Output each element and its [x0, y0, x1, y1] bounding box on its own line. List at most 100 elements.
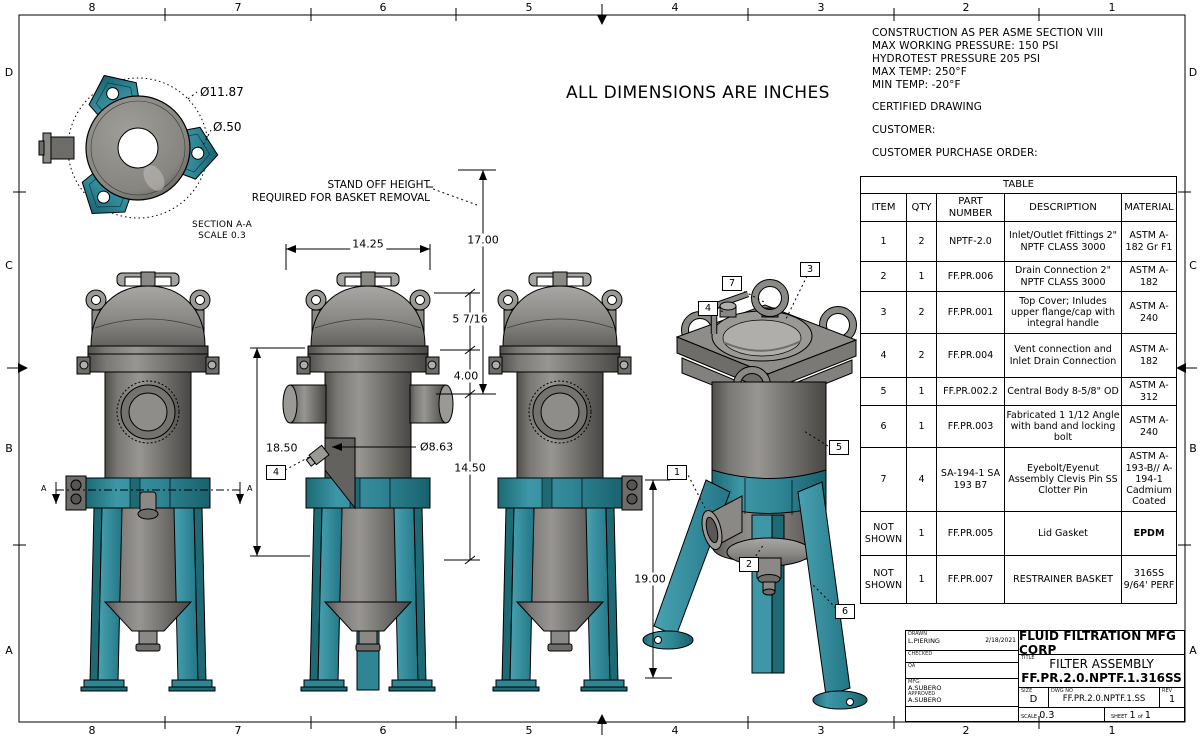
- mfg-label: MFG:: [908, 679, 921, 685]
- dim-dia-8-63: Ø8.63: [418, 440, 456, 454]
- dwg-no-label: DWG NO: [1051, 688, 1073, 695]
- cell-item: 2: [860, 261, 907, 292]
- col-material: MATERIAL: [1120, 193, 1178, 222]
- title-label: TITLE: [1021, 655, 1035, 661]
- front-view-2: [282, 271, 454, 692]
- standoff-note-line1: STAND OFF HEIGHT: [327, 179, 430, 191]
- cell-part: FF.PR.007: [936, 555, 1005, 604]
- qa-label: QA: [908, 663, 916, 669]
- zone-bottom-1: 1: [1108, 724, 1116, 737]
- title-block: DRAWN L.PIERING 2/18/2021 CHECKED QA MFG…: [905, 629, 1185, 722]
- cell-qty: 4: [906, 447, 937, 512]
- zone-top-1: 1: [1108, 1, 1116, 14]
- zone-left-a: A: [5, 644, 13, 657]
- cell-item: 1: [860, 221, 907, 262]
- size-cell: SIZE D: [1019, 688, 1049, 707]
- table-title: TABLE: [859, 176, 1178, 194]
- cell-part: NPTF-2.0: [936, 221, 1005, 262]
- cell-material: ASTM A-193-B// A-194-1 Cadmium Coated: [1120, 447, 1178, 512]
- cell-desc: Inlet/Outlet fFittings 2" NPTF CLASS 300…: [1004, 221, 1122, 262]
- cell-desc: Vent connection and Inlet Drain Connecti…: [1004, 333, 1122, 378]
- rev-value: 1: [1168, 694, 1176, 706]
- sheet-number: 1: [1129, 710, 1136, 721]
- parts-table: TABLE ITEM QTY PART NUMBER DESCRIPTION M…: [859, 176, 1178, 604]
- front-view-1: [65, 271, 220, 692]
- zone-top-4: 4: [671, 1, 679, 14]
- zone-top-2: 2: [962, 1, 970, 14]
- drawn-row: DRAWN L.PIERING 2/18/2021: [906, 631, 1018, 651]
- zone-top-6: 6: [379, 1, 387, 14]
- cell-material: ASTM A-182: [1120, 261, 1178, 292]
- section-scale-label: SCALE 0.3: [198, 231, 246, 241]
- note-max-temp: MAX TEMP: 250°F: [872, 66, 967, 78]
- drawn-date: 2/18/2021: [985, 637, 1016, 644]
- note-min-temp: MIN TEMP: -20°F: [872, 79, 961, 91]
- cell-part: FF.PR.004: [936, 333, 1005, 378]
- dim-18-50: 18.50: [264, 441, 300, 455]
- section-name-label: SECTION A-A: [192, 220, 252, 230]
- dim-width-14-25: 14.25: [350, 237, 386, 251]
- sheet-total: 1: [1144, 710, 1151, 721]
- zone-right-c: C: [1189, 259, 1197, 272]
- cell-part: FF.PR.003: [936, 405, 1005, 448]
- zone-bottom-8: 8: [88, 724, 96, 737]
- zone-bottom-3: 3: [817, 724, 825, 737]
- note-construction: CONSTRUCTION AS PER ASME SECTION VIII: [872, 27, 1104, 39]
- dwg-no-value: FF.PR.2.0.NPTF.1.SS: [1062, 694, 1146, 705]
- zone-bottom-6: 6: [379, 724, 387, 737]
- cell-part: FF.PR.006: [936, 261, 1005, 292]
- title-block-signatures: DRAWN L.PIERING 2/18/2021 CHECKED QA MFG…: [906, 631, 1019, 721]
- size-dwg-rev-row: SIZE D DWG NO FF.PR.2.0.NPTF.1.SS REV 1: [1019, 688, 1184, 708]
- col-description: DESCRIPTION: [1004, 193, 1122, 222]
- approved-by: A.SUBERO: [908, 695, 942, 704]
- zone-right-b: B: [1189, 442, 1197, 455]
- zone-right-d: D: [1188, 66, 1198, 79]
- units-note: ALL DIMENSIONS ARE INCHES: [566, 83, 830, 103]
- cell-desc: Lid Gasket: [1004, 511, 1122, 556]
- cell-desc: Fabricated 1 1/12 Angle with band and lo…: [1004, 405, 1122, 448]
- drawing-title-line1: FILTER ASSEMBLY: [1049, 657, 1154, 672]
- callout-3: 3: [800, 262, 820, 277]
- cell-part: SA-194-1 SA 193 B7: [936, 447, 1005, 512]
- cell-material: EPDM: [1120, 511, 1178, 556]
- mfg-by: A.SUBERO: [908, 684, 942, 692]
- sheet-of-label: of: [1137, 714, 1143, 720]
- qa-row: QA: [906, 663, 1018, 679]
- cell-desc: RESTRAINER BASKET: [1004, 555, 1122, 604]
- dim-14-50: 14.50: [452, 461, 488, 475]
- cell-desc: Central Body 8-5/8" OD: [1004, 377, 1122, 406]
- cell-material: ASTM A-240: [1120, 291, 1178, 334]
- mfg-row: MFG: A.SUBERO APPROVED A.SUBERO: [906, 679, 1018, 707]
- note-hydrotest: HYDROTEST PRESSURE 205 PSI: [872, 53, 1041, 65]
- sheet-label: SHEET: [1111, 714, 1128, 720]
- drawn-by: L.PIERING: [908, 637, 940, 645]
- callout-1: 1: [667, 465, 687, 480]
- section-aa-view: [38, 64, 221, 229]
- note-certified: CERTIFIED DRAWING: [872, 101, 982, 113]
- scale-cell: SCALE 0.3: [1019, 708, 1105, 721]
- col-qty: QTY: [906, 193, 937, 222]
- standoff-note-line2: REQUIRED FOR BASKET REMOVAL: [251, 192, 430, 204]
- cell-qty: 1: [906, 377, 937, 406]
- title-block-main: FLUID FILTRATION MFG CORP TITLE FILTER A…: [1019, 629, 1184, 721]
- scale-label: SCALE: [1021, 714, 1038, 720]
- cell-item: 4: [860, 333, 907, 378]
- dim-outer-dia: Ø11.87: [200, 85, 244, 99]
- cell-material: 316SS 9/64' PERF: [1120, 555, 1178, 604]
- rev-label: REV: [1162, 688, 1173, 695]
- zone-bottom-4: 4: [671, 724, 679, 737]
- dim-hole-dia: Ø.50: [213, 120, 242, 134]
- approved-label: APPROVED: [908, 690, 936, 697]
- scale-sheet-row: SCALE 0.3 SHEET 1 of 1: [1019, 708, 1184, 721]
- drawing-title-cell: TITLE FILTER ASSEMBLY FF.PR.2.0.NPTF.1.3…: [1019, 655, 1184, 689]
- drawing-title-line2: FF.PR.2.0.NPTF.1.316SS: [1021, 671, 1182, 686]
- section-letter-right: A: [247, 484, 253, 493]
- cell-material: ASTM A-312: [1120, 377, 1178, 406]
